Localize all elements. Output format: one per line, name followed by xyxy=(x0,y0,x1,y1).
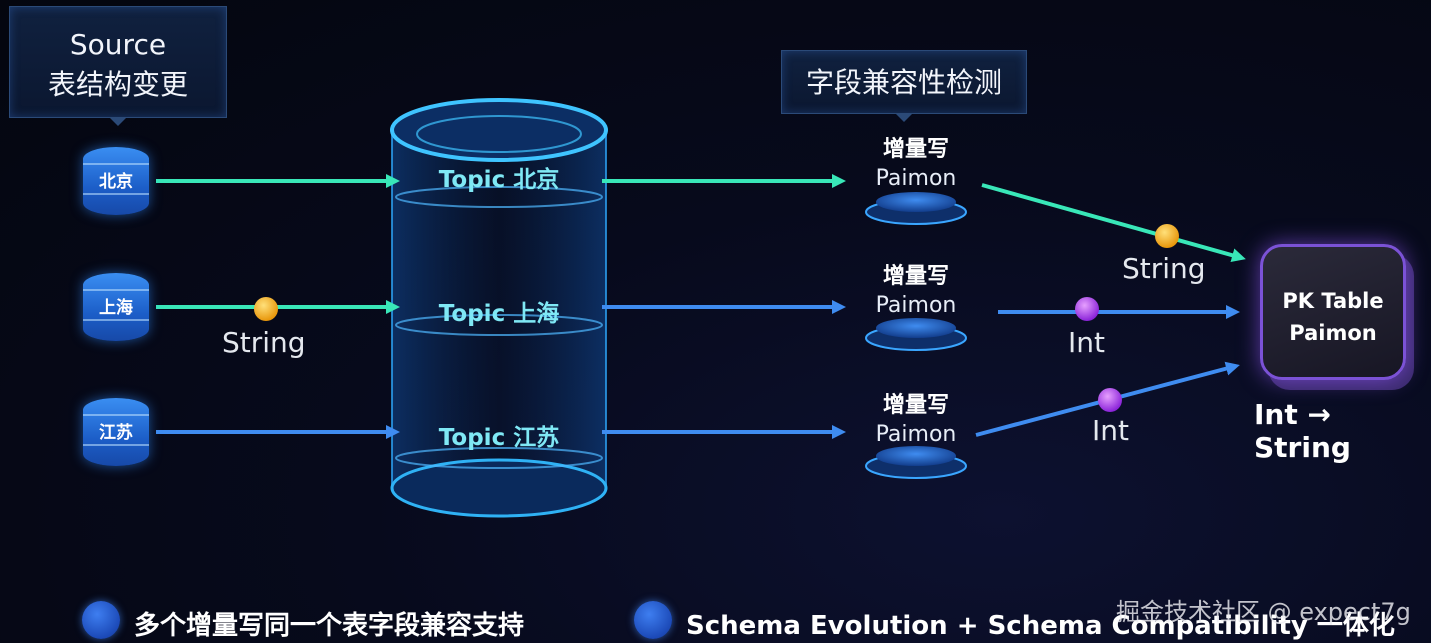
string-dot-writer xyxy=(1155,224,1179,248)
string-dot-source xyxy=(254,297,278,321)
writer-title: 增量写 xyxy=(882,393,949,418)
int-dot-writer-jiangsu xyxy=(1098,388,1122,412)
type-label-writer-string: String xyxy=(1122,252,1206,285)
writer-title: 增量写 xyxy=(882,137,949,162)
source-box-subtitle: 表结构变更 xyxy=(47,68,188,101)
writer-paimon-beijing: 增量写 Paimon xyxy=(856,135,976,193)
type-label-writer-int-jiangsu: Int xyxy=(1092,414,1129,447)
topic-label-jiangsu: Topic 江苏 xyxy=(438,425,560,451)
source-box-title: Source xyxy=(69,28,167,61)
type-dots xyxy=(254,224,1179,412)
writer-paimon-jiangsu: 增量写 Paimon xyxy=(856,391,976,449)
topic-arrows xyxy=(602,174,846,439)
writer-disc-1 xyxy=(865,192,967,225)
topic-label-beijing: Topic 北京 xyxy=(438,167,560,193)
writer-paimon-shanghai: 增量写 Paimon xyxy=(856,262,976,320)
writer-target: Paimon xyxy=(875,422,957,447)
writer-disc-2 xyxy=(865,318,967,351)
pk-table-paimon: PK Table Paimon xyxy=(1260,244,1406,380)
int-dot-writer-shanghai xyxy=(1075,297,1099,321)
broadcast-icon xyxy=(82,601,120,639)
source-db-jiangsu: 江苏 xyxy=(83,398,149,466)
database-icon xyxy=(634,601,672,639)
writer-discs xyxy=(865,192,967,479)
type-conversion-label: Int → String xyxy=(1254,398,1351,464)
topic-label-shanghai: Topic 上海 xyxy=(438,301,560,327)
pk-table-title: PK Table xyxy=(1282,289,1384,313)
source-schema-change-box: Source 表结构变更 xyxy=(9,6,227,126)
writer-target: Paimon xyxy=(875,293,957,318)
type-label-source-string: String xyxy=(222,326,306,359)
watermark: 掘金技术社区 @ expect7g xyxy=(1116,598,1411,626)
topic-cylinder xyxy=(390,98,608,518)
arrow-writer-beijing-to-pk xyxy=(981,183,1246,263)
field-compat-check-box: 字段兼容性检测 xyxy=(781,50,1027,122)
type-label-writer-int-shanghai: Int xyxy=(1068,326,1105,359)
compat-box-label: 字段兼容性检测 xyxy=(805,66,1002,99)
writer-disc-3 xyxy=(865,446,967,479)
source-db-shanghai: 上海 xyxy=(83,273,149,341)
writer-target: Paimon xyxy=(875,166,957,191)
footer-right-text: Schema Evolution + Schema Compatibility … xyxy=(686,611,1395,641)
source-db-beijing: 北京 xyxy=(83,147,149,215)
writer-title: 增量写 xyxy=(882,264,949,289)
pk-table-subtitle: Paimon xyxy=(1289,321,1377,345)
footer-left-text: 多个增量写同一个表字段兼容支持 xyxy=(134,611,525,641)
